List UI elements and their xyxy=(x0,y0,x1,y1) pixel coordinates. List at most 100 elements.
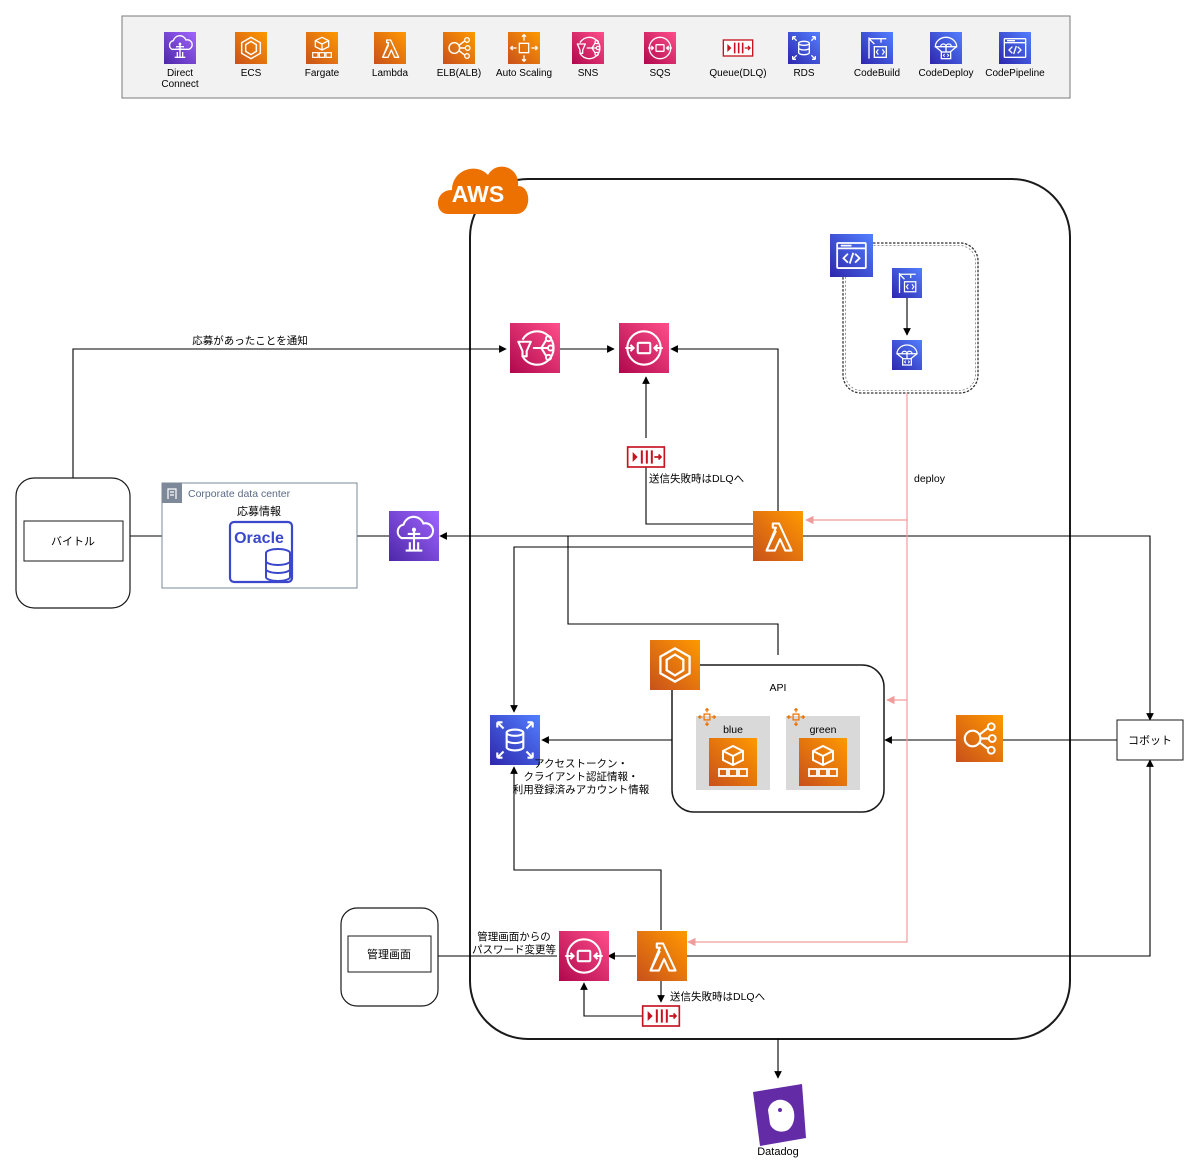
legend-label: Lambda xyxy=(372,68,409,79)
api-label: API xyxy=(770,682,787,694)
legend-item: SQS xyxy=(644,32,676,79)
rds-note-3: 利用登録済みアカウント情報 xyxy=(513,783,650,796)
legend-label: Direct xyxy=(167,68,193,79)
building-icon xyxy=(167,488,177,499)
legend-item: RDS xyxy=(788,32,820,79)
edge-lambda-sqs xyxy=(670,345,779,511)
rds-icon xyxy=(788,32,820,64)
legend-item: CodePipeline xyxy=(985,32,1045,79)
oracle-caption: 応募情報 xyxy=(237,504,281,518)
edge-lambda-dlq xyxy=(645,465,753,525)
codedeploy-icon xyxy=(930,32,962,64)
baitoru-system: バイトル xyxy=(15,477,131,609)
aws-region: AWS xyxy=(437,166,1071,1040)
fargate-icon xyxy=(306,32,338,64)
legend-label: Fargate xyxy=(305,68,340,79)
notify-label: 応募があったことを通知 xyxy=(192,334,308,347)
dlq-bottom-icon xyxy=(641,1004,681,1028)
sqs-icon xyxy=(644,32,676,64)
codepipeline-icon xyxy=(999,32,1031,64)
sqs-top-icon xyxy=(619,323,669,373)
legend-item: ECS xyxy=(235,32,267,79)
fargate-green-icon xyxy=(799,738,847,786)
edge-lambda-rds xyxy=(510,546,753,713)
aws-cloud-logo: AWS xyxy=(437,166,529,214)
fargate-blue-icon xyxy=(709,738,757,786)
ecs-icon xyxy=(235,32,267,64)
legend-item: Queue(DLQ) xyxy=(709,39,767,79)
codepipeline-icon xyxy=(830,234,873,277)
edge-baitoru-sns xyxy=(72,345,507,478)
legend-label: RDS xyxy=(793,68,814,79)
oracle-logo-text: Oracle xyxy=(234,530,284,547)
codebuild-icon xyxy=(861,32,893,64)
sqs-bottom-icon xyxy=(559,931,609,981)
legend-item: Lambda xyxy=(372,32,409,79)
baitoru-label: バイトル xyxy=(51,535,95,548)
rds-note-2: クライアント認証情報・ xyxy=(523,770,638,783)
direct-connect-icon xyxy=(164,32,196,64)
legend-item: CodeDeploy xyxy=(918,32,974,79)
datadog-logo: Datadog xyxy=(753,1084,806,1158)
oracle-db-icon: Oracle xyxy=(228,520,294,584)
dlq-top-label: 送信失敗時はDLQへ xyxy=(649,472,744,485)
auto-scaling-icon xyxy=(508,32,540,64)
admin-note-2: パスワード変更等 xyxy=(472,943,556,956)
corporate-dc-label: Corporate data center xyxy=(188,488,291,500)
legend-label: CodeBuild xyxy=(854,68,900,79)
codedeploy-icon xyxy=(892,340,922,370)
legend-label: SNS xyxy=(578,68,599,79)
rds-note-1: アクセストークン・ xyxy=(534,758,628,770)
legend-label: Auto Scaling xyxy=(496,68,552,79)
datadog-label: Datadog xyxy=(757,1146,799,1158)
lambda-top-icon xyxy=(753,511,803,561)
edge-lambda2-robot xyxy=(686,759,1154,957)
aws-label: AWS xyxy=(452,181,504,207)
legend-item: ELB(ALB) xyxy=(437,32,481,79)
sns-icon xyxy=(510,323,560,373)
legend-label: ECS xyxy=(241,68,262,79)
legend-label: ELB(ALB) xyxy=(437,68,481,79)
edge-dlq-sqs2 xyxy=(580,982,643,1017)
legend-label-2: Connect xyxy=(161,79,198,90)
edge-lambda-robot xyxy=(803,535,1154,721)
robot-label: コボット xyxy=(1128,734,1172,747)
sns-icon xyxy=(572,32,604,64)
admin-screen-system: 管理画面 xyxy=(340,907,439,1007)
dlq-bottom-label: 送信失敗時はDLQへ xyxy=(670,990,765,1003)
lambda-icon xyxy=(374,32,406,64)
codebuild-icon xyxy=(892,268,922,298)
lambda-bottom-icon xyxy=(637,931,687,981)
direct-connect-icon xyxy=(389,511,439,561)
legend-item: SNS xyxy=(572,32,604,79)
edge-lambda2-rds xyxy=(510,766,662,930)
elb-icon xyxy=(956,715,1003,762)
cicd-group xyxy=(842,242,979,394)
legend-label: CodeDeploy xyxy=(918,68,973,79)
blue-label: blue xyxy=(723,724,743,736)
kanri-label: 管理画面 xyxy=(367,947,411,961)
queue-dlq-icon xyxy=(722,39,754,57)
legend-label: Queue(DLQ) xyxy=(709,68,766,79)
robot-system: コボット xyxy=(1116,719,1184,761)
legend-label: SQS xyxy=(649,68,670,79)
deploy-label: deploy xyxy=(914,473,946,485)
deploy-connectors xyxy=(687,393,908,947)
connectors xyxy=(72,298,1154,1079)
legend-item: Auto Scaling xyxy=(496,32,552,79)
legend-item: Fargate xyxy=(305,32,340,79)
ecs-icon xyxy=(650,640,700,690)
rds-icon xyxy=(490,715,540,765)
legend-item: CodeBuild xyxy=(854,32,900,79)
edge-lambda-ecs xyxy=(567,536,779,655)
dlq-top-icon xyxy=(626,445,666,469)
legend-label: CodePipeline xyxy=(985,68,1045,79)
green-label: green xyxy=(810,724,837,736)
admin-note-1: 管理画面からの xyxy=(477,930,551,943)
edge-labels: 応募があったことを通知 送信失敗時はDLQへ deploy API blue g… xyxy=(192,334,945,1003)
elb-icon xyxy=(443,32,475,64)
corporate-data-center: Corporate data center 応募情報 Oracle xyxy=(161,482,358,589)
